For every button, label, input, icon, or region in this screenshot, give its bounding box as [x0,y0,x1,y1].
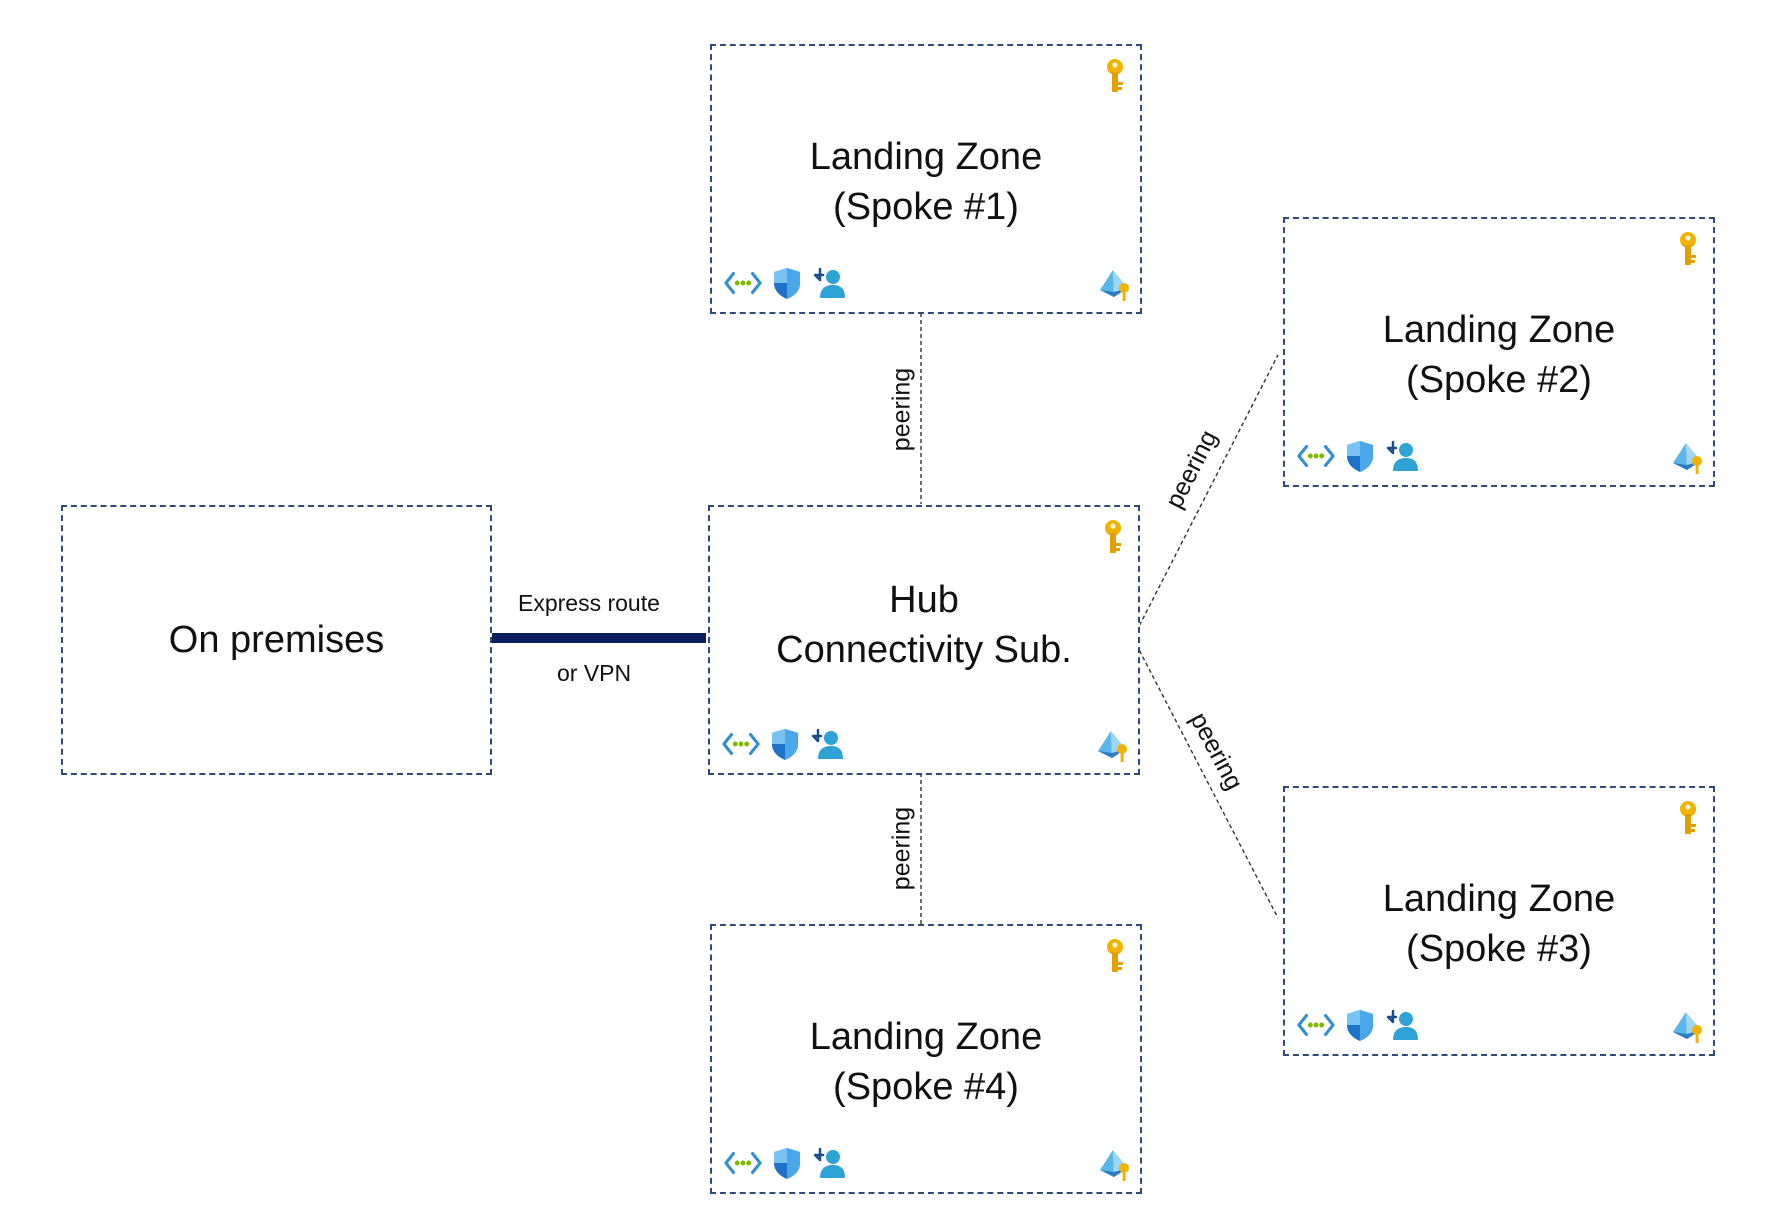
security-shield-icon [1345,1008,1375,1042]
security-shield-icon [772,1146,802,1180]
user-access-icon [1385,439,1419,473]
key-icon [1675,800,1701,836]
identity-pyramid-icon [1098,1148,1132,1182]
spoke1-title-line1: Landing Zone [809,136,1043,178]
key-icon [1102,938,1128,974]
key-icon [1675,231,1701,267]
virtual-network-icon [1297,1008,1335,1042]
hub-title-line2: Connectivity Sub. [776,629,1072,671]
virtual-network-icon [722,727,760,761]
key-icon [1100,519,1126,555]
spoke3-title-line1: Landing Zone [1382,878,1616,920]
identity-pyramid-icon [1671,1010,1705,1044]
security-shield-icon [772,266,802,300]
spoke2-title-line1: Landing Zone [1382,309,1616,351]
on-premises-box: On premises [61,505,492,775]
peering-label-spoke1: peering [887,367,916,452]
spoke1-box: Landing Zone (Spoke #1) [710,44,1142,314]
security-shield-icon [770,727,800,761]
spoke2-title-line2: (Spoke #2) [1406,359,1592,401]
user-access-icon [812,1146,846,1180]
user-access-icon [1385,1008,1419,1042]
spoke1-title-line2: (Spoke #1) [833,186,1019,228]
virtual-network-icon [724,1146,762,1180]
hub-title-line1: Hub [889,579,959,621]
virtual-network-icon [1297,439,1335,473]
on-premises-label: On premises [168,619,385,661]
virtual-network-icon [724,266,762,300]
security-shield-icon [1345,439,1375,473]
hub-box: Hub Connectivity Sub. [708,505,1140,775]
expressroute-label-line1: Express route [518,590,660,616]
spoke3-box: Landing Zone (Spoke #3) [1283,786,1715,1056]
identity-pyramid-icon [1096,729,1130,763]
user-access-icon [812,266,846,300]
spoke2-box: Landing Zone (Spoke #2) [1283,217,1715,487]
identity-pyramid-icon [1098,268,1132,302]
spoke4-title-line2: (Spoke #4) [833,1066,1019,1108]
identity-pyramid-icon [1671,441,1705,475]
expressroute-label-line2: or VPN [557,660,632,686]
spoke4-title-line1: Landing Zone [809,1016,1043,1058]
peering-label-spoke4: peering [887,806,916,891]
peering-link-spoke3 [1132,637,1279,919]
spoke4-box: Landing Zone (Spoke #4) [710,924,1142,1194]
spoke3-title-line2: (Spoke #3) [1406,928,1592,970]
peering-link-spoke2 [1132,354,1279,639]
user-access-icon [810,727,844,761]
key-icon [1102,58,1128,94]
